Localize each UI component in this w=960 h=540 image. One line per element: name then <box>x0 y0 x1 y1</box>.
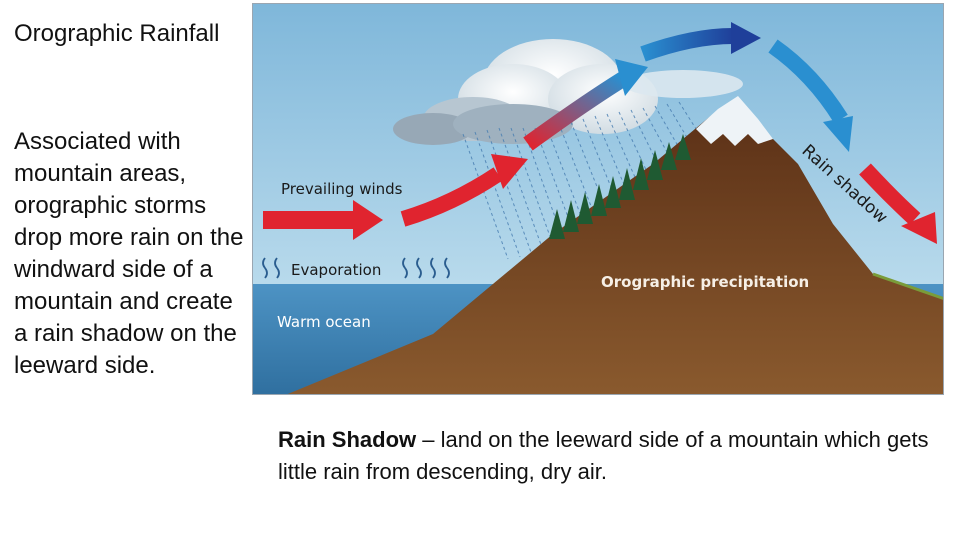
slide-title: Orographic Rainfall <box>14 20 220 47</box>
slide-body-text: Associated with mountain areas, orograph… <box>14 128 244 379</box>
orographic-rainfall-diagram: Prevailing winds Evaporation Warm ocean … <box>252 3 944 395</box>
rising-wind-arrow <box>400 154 528 227</box>
prevailing-winds-label: Prevailing winds <box>281 180 403 198</box>
evaporation-squiggles <box>262 257 450 279</box>
descending-upper-arrow <box>768 39 853 152</box>
prevailing-wind-arrow <box>263 200 383 240</box>
upper-wind-arrow <box>523 59 648 151</box>
forest-trees <box>549 134 691 239</box>
top-wind-arrow <box>640 22 761 62</box>
evaporation-label: Evaporation <box>291 261 381 279</box>
snow-cap <box>696 96 773 146</box>
orographic-precipitation-label: Orographic precipitation <box>601 273 809 291</box>
warm-ocean-label: Warm ocean <box>277 313 371 331</box>
rain-shadow-caption: Rain Shadow – land on the leeward side o… <box>278 424 938 488</box>
descending-lower-arrow <box>859 163 937 244</box>
caption-definition: – land on the leeward side of a mountain… <box>278 427 929 484</box>
mountain <box>287 99 943 394</box>
leeward-grass <box>872 272 943 300</box>
caption-term: Rain Shadow <box>278 427 417 452</box>
